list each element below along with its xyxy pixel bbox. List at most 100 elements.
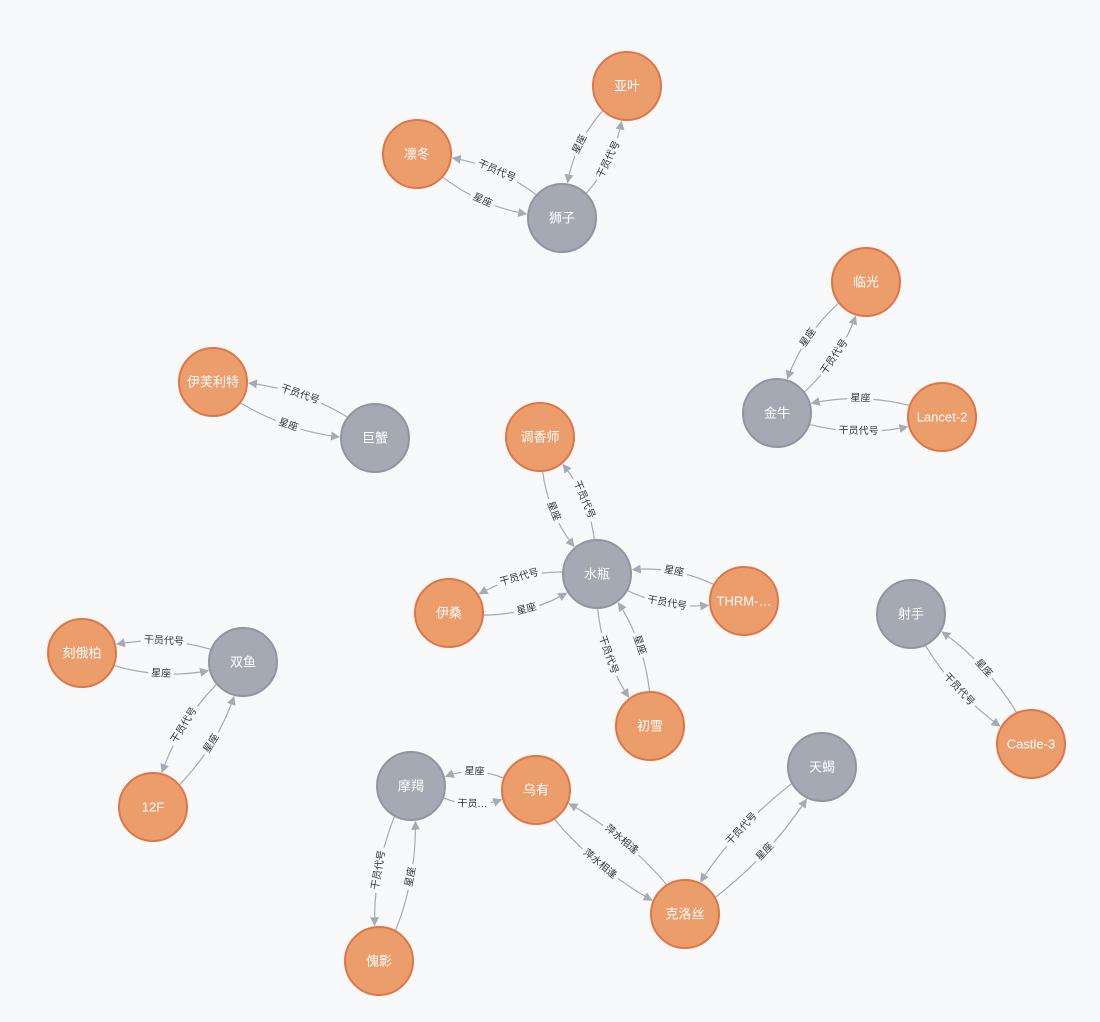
character-node-circle[interactable]	[118, 772, 188, 842]
edge-label: 星座	[402, 866, 418, 888]
edge-label: 星座	[850, 391, 870, 404]
edge-label: 干员代号	[818, 337, 850, 377]
node-yaye[interactable]: 亚叶	[592, 51, 662, 121]
node-castle3[interactable]: Castle-3	[996, 709, 1066, 779]
node-label: 伊芙利特	[187, 375, 239, 390]
character-node-circle[interactable]	[344, 926, 414, 996]
edge-label-background	[273, 414, 303, 437]
character-node-circle[interactable]	[47, 618, 117, 688]
constellation-node-circle[interactable]	[787, 732, 857, 802]
constellation-node-circle[interactable]	[376, 751, 446, 821]
node-juxie[interactable]: 巨蟹	[340, 403, 410, 473]
node-label: 12F	[142, 800, 164, 815]
node-label: 天蝎	[809, 760, 835, 775]
node-sheshou[interactable]: 射手	[876, 579, 946, 649]
edge-label: 干员代号	[723, 810, 759, 847]
node-linguang[interactable]: 临光	[831, 247, 901, 317]
constellation-node-circle[interactable]	[340, 403, 410, 473]
character-node-circle[interactable]	[831, 247, 901, 317]
node-label: 狮子	[549, 211, 575, 226]
node-yisang[interactable]: 伊桑	[414, 578, 484, 648]
edge-label-background	[969, 653, 998, 683]
node-chuxue[interactable]: 初雪	[615, 691, 685, 761]
constellation-node-circle[interactable]	[876, 579, 946, 649]
node-label: 水瓶	[584, 567, 610, 582]
edge-label-background	[568, 129, 593, 160]
edge-label-background	[512, 599, 542, 620]
edge-label: 萍水相逢	[602, 821, 641, 857]
node-label: Castle-3	[1007, 737, 1055, 752]
node-label: 射手	[898, 607, 924, 622]
node-lindong[interactable]: 凛冬	[382, 119, 452, 189]
node-mojie[interactable]: 摩羯	[376, 751, 446, 821]
node-tiaoxiangshi[interactable]: 调香师	[505, 402, 575, 472]
edge-label-background	[816, 334, 854, 381]
edge-label: 干员代号	[144, 634, 185, 648]
edge-label: 星座	[464, 764, 484, 778]
character-node-circle[interactable]	[505, 402, 575, 472]
node-yifuliite[interactable]: 伊芙利特	[178, 347, 248, 417]
edge-label-background	[628, 630, 650, 660]
node-label: 临光	[853, 275, 879, 290]
node-label: 摩羯	[398, 779, 424, 794]
constellation-node-circle[interactable]	[562, 539, 632, 609]
character-node-circle[interactable]	[907, 382, 977, 452]
edge-label-background	[147, 666, 175, 682]
node-keebai[interactable]: 刻俄柏	[47, 618, 117, 688]
node-shuangyu[interactable]: 双鱼	[208, 627, 278, 697]
edge-label: 星座	[151, 666, 172, 680]
edge-label: 干员代号	[279, 382, 321, 406]
edge-label-background	[140, 632, 188, 650]
edge-label-background	[472, 155, 521, 187]
edge-label-background	[461, 764, 488, 780]
constellation-node-circle[interactable]	[742, 378, 812, 448]
edge-label-background	[495, 564, 544, 591]
node-label: 刻俄柏	[62, 646, 101, 661]
character-node-circle[interactable]	[501, 755, 571, 825]
node-label: 调香师	[520, 430, 559, 445]
character-node-circle[interactable]	[615, 691, 685, 761]
node-12f[interactable]: 12F	[118, 772, 188, 842]
node-jinniu[interactable]: 金牛	[742, 378, 812, 448]
node-wuyou[interactable]: 乌有	[501, 755, 571, 825]
node-label: 傀影	[366, 954, 392, 969]
edge-label-background	[659, 562, 688, 581]
constellation-node-circle[interactable]	[208, 627, 278, 697]
node-shizi[interactable]: 狮子	[527, 183, 597, 253]
character-node-circle[interactable]	[709, 566, 779, 636]
edge-label-background	[847, 391, 874, 406]
node-lancet2[interactable]: Lancet-2	[907, 382, 977, 452]
node-shuiping[interactable]: 水瓶	[562, 539, 632, 609]
edge-label-background	[467, 189, 498, 213]
node-label: 双鱼	[230, 655, 256, 670]
edge-label-background	[593, 630, 623, 679]
edge-label-background	[454, 796, 491, 812]
character-node-circle[interactable]	[650, 879, 720, 949]
character-node-circle[interactable]	[414, 578, 484, 648]
edge-label: 萍水相逢	[581, 846, 620, 882]
character-node-circle[interactable]	[996, 709, 1066, 779]
edge-label-background	[568, 475, 600, 524]
edge-label-background	[198, 728, 225, 759]
node-label: 克洛丝	[665, 907, 704, 922]
edge-label-background	[275, 380, 324, 409]
node-label: 亚叶	[614, 79, 640, 94]
edge-label-background	[937, 668, 980, 712]
edge-label: 干员…	[457, 797, 487, 810]
constellation-node-circle[interactable]	[527, 183, 597, 253]
edge-label-background	[599, 819, 644, 860]
node-label: 初雪	[637, 719, 663, 734]
node-thrm[interactable]: THRM-…	[709, 566, 779, 636]
edge-label-background	[835, 423, 882, 439]
node-label: 凛冬	[404, 147, 430, 162]
edge-label: 星座	[663, 562, 685, 578]
character-node-circle[interactable]	[592, 51, 662, 121]
edge-label-background	[577, 844, 622, 885]
node-keluosi[interactable]: 克洛丝	[650, 879, 720, 949]
character-node-circle[interactable]	[178, 347, 248, 417]
node-tianxie[interactable]: 天蝎	[787, 732, 857, 802]
node-kuiying[interactable]: 傀影	[344, 926, 414, 996]
node-label: 乌有	[523, 783, 549, 798]
character-node-circle[interactable]	[382, 119, 452, 189]
